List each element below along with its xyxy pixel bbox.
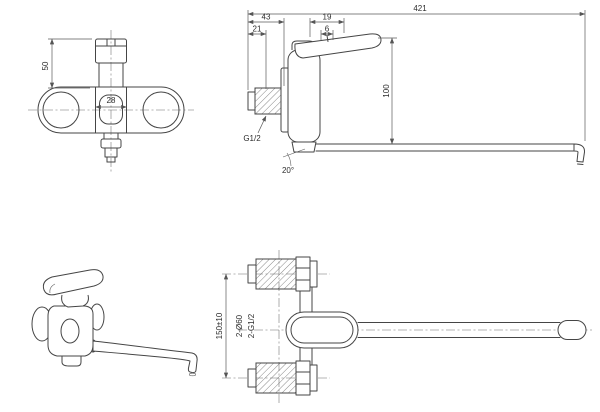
dim-handle-height: 50 [41,61,50,70]
dim-c: 21 [253,25,262,34]
dim-overall-length: 421 [413,4,427,13]
side-threaded-inlet [247,87,282,115]
dim-height-100: 100 [382,84,391,98]
front-spout-outlet [100,132,122,163]
dim-inlet-spacing: 150±10 [215,312,224,339]
front-handle-block [95,38,127,88]
perspective-view [31,269,198,377]
perspective-spout [92,340,198,374]
top-body [285,311,359,349]
top-dimensions: 150±10 2-Ø60 2-G1/2 [215,273,256,379]
side-thread-callout: G1/2 [243,115,267,143]
dim-handle-width: 28 [107,96,116,105]
side-body [280,33,382,143]
side-spout [291,141,586,165]
dim-d: 6 [325,25,330,34]
front-dimensions: 50 28 [41,38,127,110]
side-lever [294,33,382,59]
top-spout [357,320,587,340]
perspective-dome [61,294,89,308]
thread-label: G1/2 [243,134,261,143]
body-badge [60,318,80,344]
perspective-body [47,305,94,357]
top-inlet-lower [247,343,318,396]
note-flange-diameter: 2-Ø60 [235,314,244,337]
front-body [37,86,185,134]
side-view: 20° G1/2 421 43 19 21 6 [243,4,586,175]
side-swivel-indicator: 20° [282,148,306,175]
perspective-lever [42,269,104,296]
note-thread: 2-G1/2 [247,313,256,338]
top-view: 150±10 2-Ø60 2-G1/2 [215,250,592,404]
dim-b: 19 [323,13,332,22]
side-dimensions: 421 43 19 21 6 100 [247,4,586,145]
top-inlet-upper [247,256,318,317]
front-view: 50 28 [28,30,194,172]
perspective-under-cap [61,355,82,367]
dim-a: 43 [262,13,271,22]
swivel-angle-label: 20° [282,166,294,175]
